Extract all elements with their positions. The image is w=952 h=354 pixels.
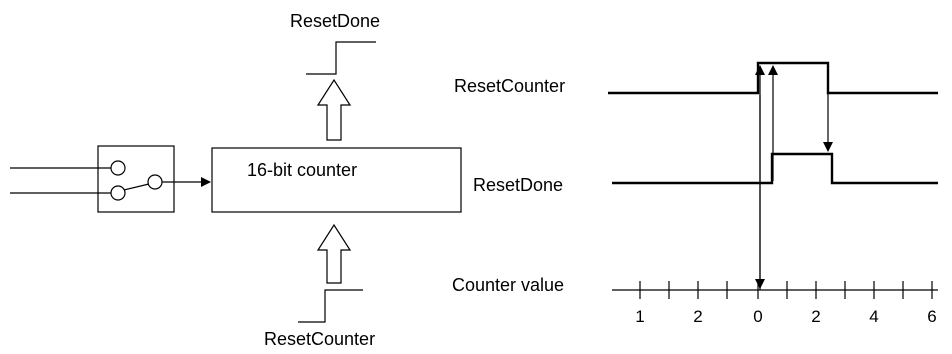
output-hollow-arrow xyxy=(316,78,352,141)
switch-lever xyxy=(123,183,150,191)
signal-label-reset-done: ResetDone xyxy=(473,175,563,195)
tick-label: 1 xyxy=(635,307,644,326)
waveform-reset-done xyxy=(612,152,938,185)
switch-box xyxy=(97,145,175,213)
timing-diagram: ResetCounter ResetDone Counter value xyxy=(452,61,938,326)
counter-axis-ticks xyxy=(639,281,933,299)
output-step-icon xyxy=(306,41,376,75)
tick-label: 0 xyxy=(753,307,762,326)
tick-label: 6 xyxy=(927,307,936,326)
input-hollow-arrow xyxy=(316,223,352,284)
switch-contact-top xyxy=(110,160,126,176)
block-diagram: 16-bit counter ResetDone ResetCounter xyxy=(10,11,462,349)
tick-label: 2 xyxy=(811,307,820,326)
input-step-icon xyxy=(298,289,363,323)
output-label: ResetDone xyxy=(290,11,380,31)
switch xyxy=(97,145,175,213)
waveform-reset-counter xyxy=(608,61,938,95)
counter-axis-tick-labels: 1 2 0 2 4 6 xyxy=(635,307,936,326)
counter-label: 16-bit counter xyxy=(247,160,357,180)
input-label: ResetCounter xyxy=(264,329,375,349)
tick-label: 4 xyxy=(869,307,878,326)
signal-label-reset-counter: ResetCounter xyxy=(454,76,565,96)
tick-label: 2 xyxy=(693,307,702,326)
switch-contact-bottom xyxy=(110,185,126,201)
counter-box xyxy=(211,147,462,213)
signal-label-counter-value: Counter value xyxy=(452,275,564,295)
switch-pivot xyxy=(147,174,163,190)
